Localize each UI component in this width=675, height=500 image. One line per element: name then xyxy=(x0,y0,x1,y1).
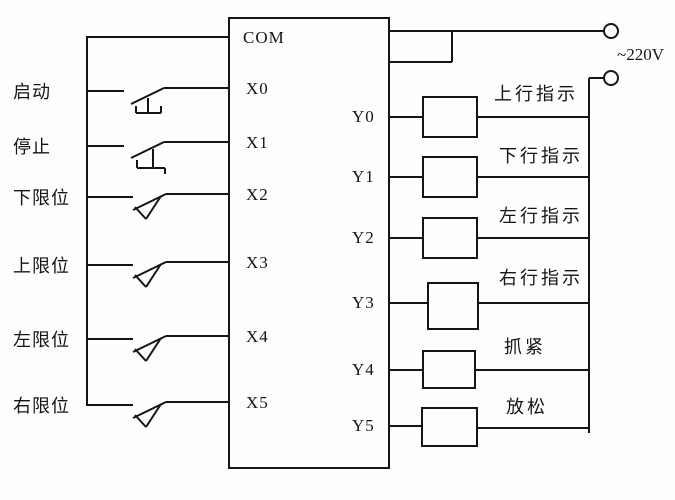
input-device-label: 启动 xyxy=(13,82,51,102)
output-row-y0 xyxy=(389,96,589,138)
output-device-label: 左行指示 xyxy=(499,206,583,226)
input-row-x1 xyxy=(87,141,229,174)
output-row-y1 xyxy=(389,156,589,198)
pushbutton-no-icon xyxy=(130,87,165,114)
input-row-x2 xyxy=(87,193,229,220)
plc-output-terminal: Y0 xyxy=(352,107,375,126)
input-row-x3 xyxy=(87,261,229,288)
plc-output-terminal: Y1 xyxy=(352,167,375,186)
load-box-y5 xyxy=(421,407,478,447)
power-feed xyxy=(389,23,619,433)
limit-switch-icon xyxy=(132,193,167,220)
plc-input-terminal: X0 xyxy=(246,79,269,98)
input-row-x4 xyxy=(87,335,229,362)
plc-input-terminal: X3 xyxy=(246,253,269,272)
plc-output-terminal: Y4 xyxy=(352,360,375,379)
limit-switch-icon xyxy=(132,401,167,428)
input-device-label: 右限位 xyxy=(13,396,70,416)
output-device-label: 右行指示 xyxy=(499,268,583,288)
output-device-label: 下行指示 xyxy=(499,146,583,166)
limit-switch-icon xyxy=(132,335,167,362)
output-row-y5 xyxy=(389,407,589,447)
power-terminal-top-icon xyxy=(603,23,619,39)
plc-output-terminal: Y3 xyxy=(352,293,375,312)
plc-input-terminal: X5 xyxy=(246,393,269,412)
input-row-x5 xyxy=(87,401,229,428)
plc-input-terminal: X4 xyxy=(246,327,269,346)
power-terminal-bottom-icon xyxy=(603,70,619,86)
output-row-y4 xyxy=(389,350,589,389)
limit-switch-icon xyxy=(132,261,167,288)
plc-output-terminal: Y5 xyxy=(352,416,375,435)
plc-input-terminal: X2 xyxy=(246,185,269,204)
output-device-label: 放松 xyxy=(506,397,548,417)
output-device-label: 抓紧 xyxy=(504,337,546,357)
plc-input-terminal: X1 xyxy=(246,133,269,152)
input-device-label: 下限位 xyxy=(13,188,70,208)
input-device-label: 左限位 xyxy=(13,330,70,350)
pushbutton-nc-icon xyxy=(130,141,166,174)
output-row-y3 xyxy=(389,282,589,330)
load-box-y3 xyxy=(427,282,479,330)
input-device-label: 停止 xyxy=(13,137,51,157)
output-device-label: 上行指示 xyxy=(494,84,578,104)
plc-output-terminal: Y2 xyxy=(352,228,375,247)
input-row-x0 xyxy=(87,87,229,114)
input-device-label: 上限位 xyxy=(13,256,70,276)
plc-box xyxy=(228,17,390,469)
load-box-y0 xyxy=(422,96,478,138)
power-voltage-label: ~220V xyxy=(617,45,664,64)
load-box-y2 xyxy=(422,217,478,259)
plc-com-terminal: COM xyxy=(243,28,285,47)
output-row-y2 xyxy=(389,217,589,259)
load-box-y4 xyxy=(422,350,476,389)
load-box-y1 xyxy=(422,156,478,198)
